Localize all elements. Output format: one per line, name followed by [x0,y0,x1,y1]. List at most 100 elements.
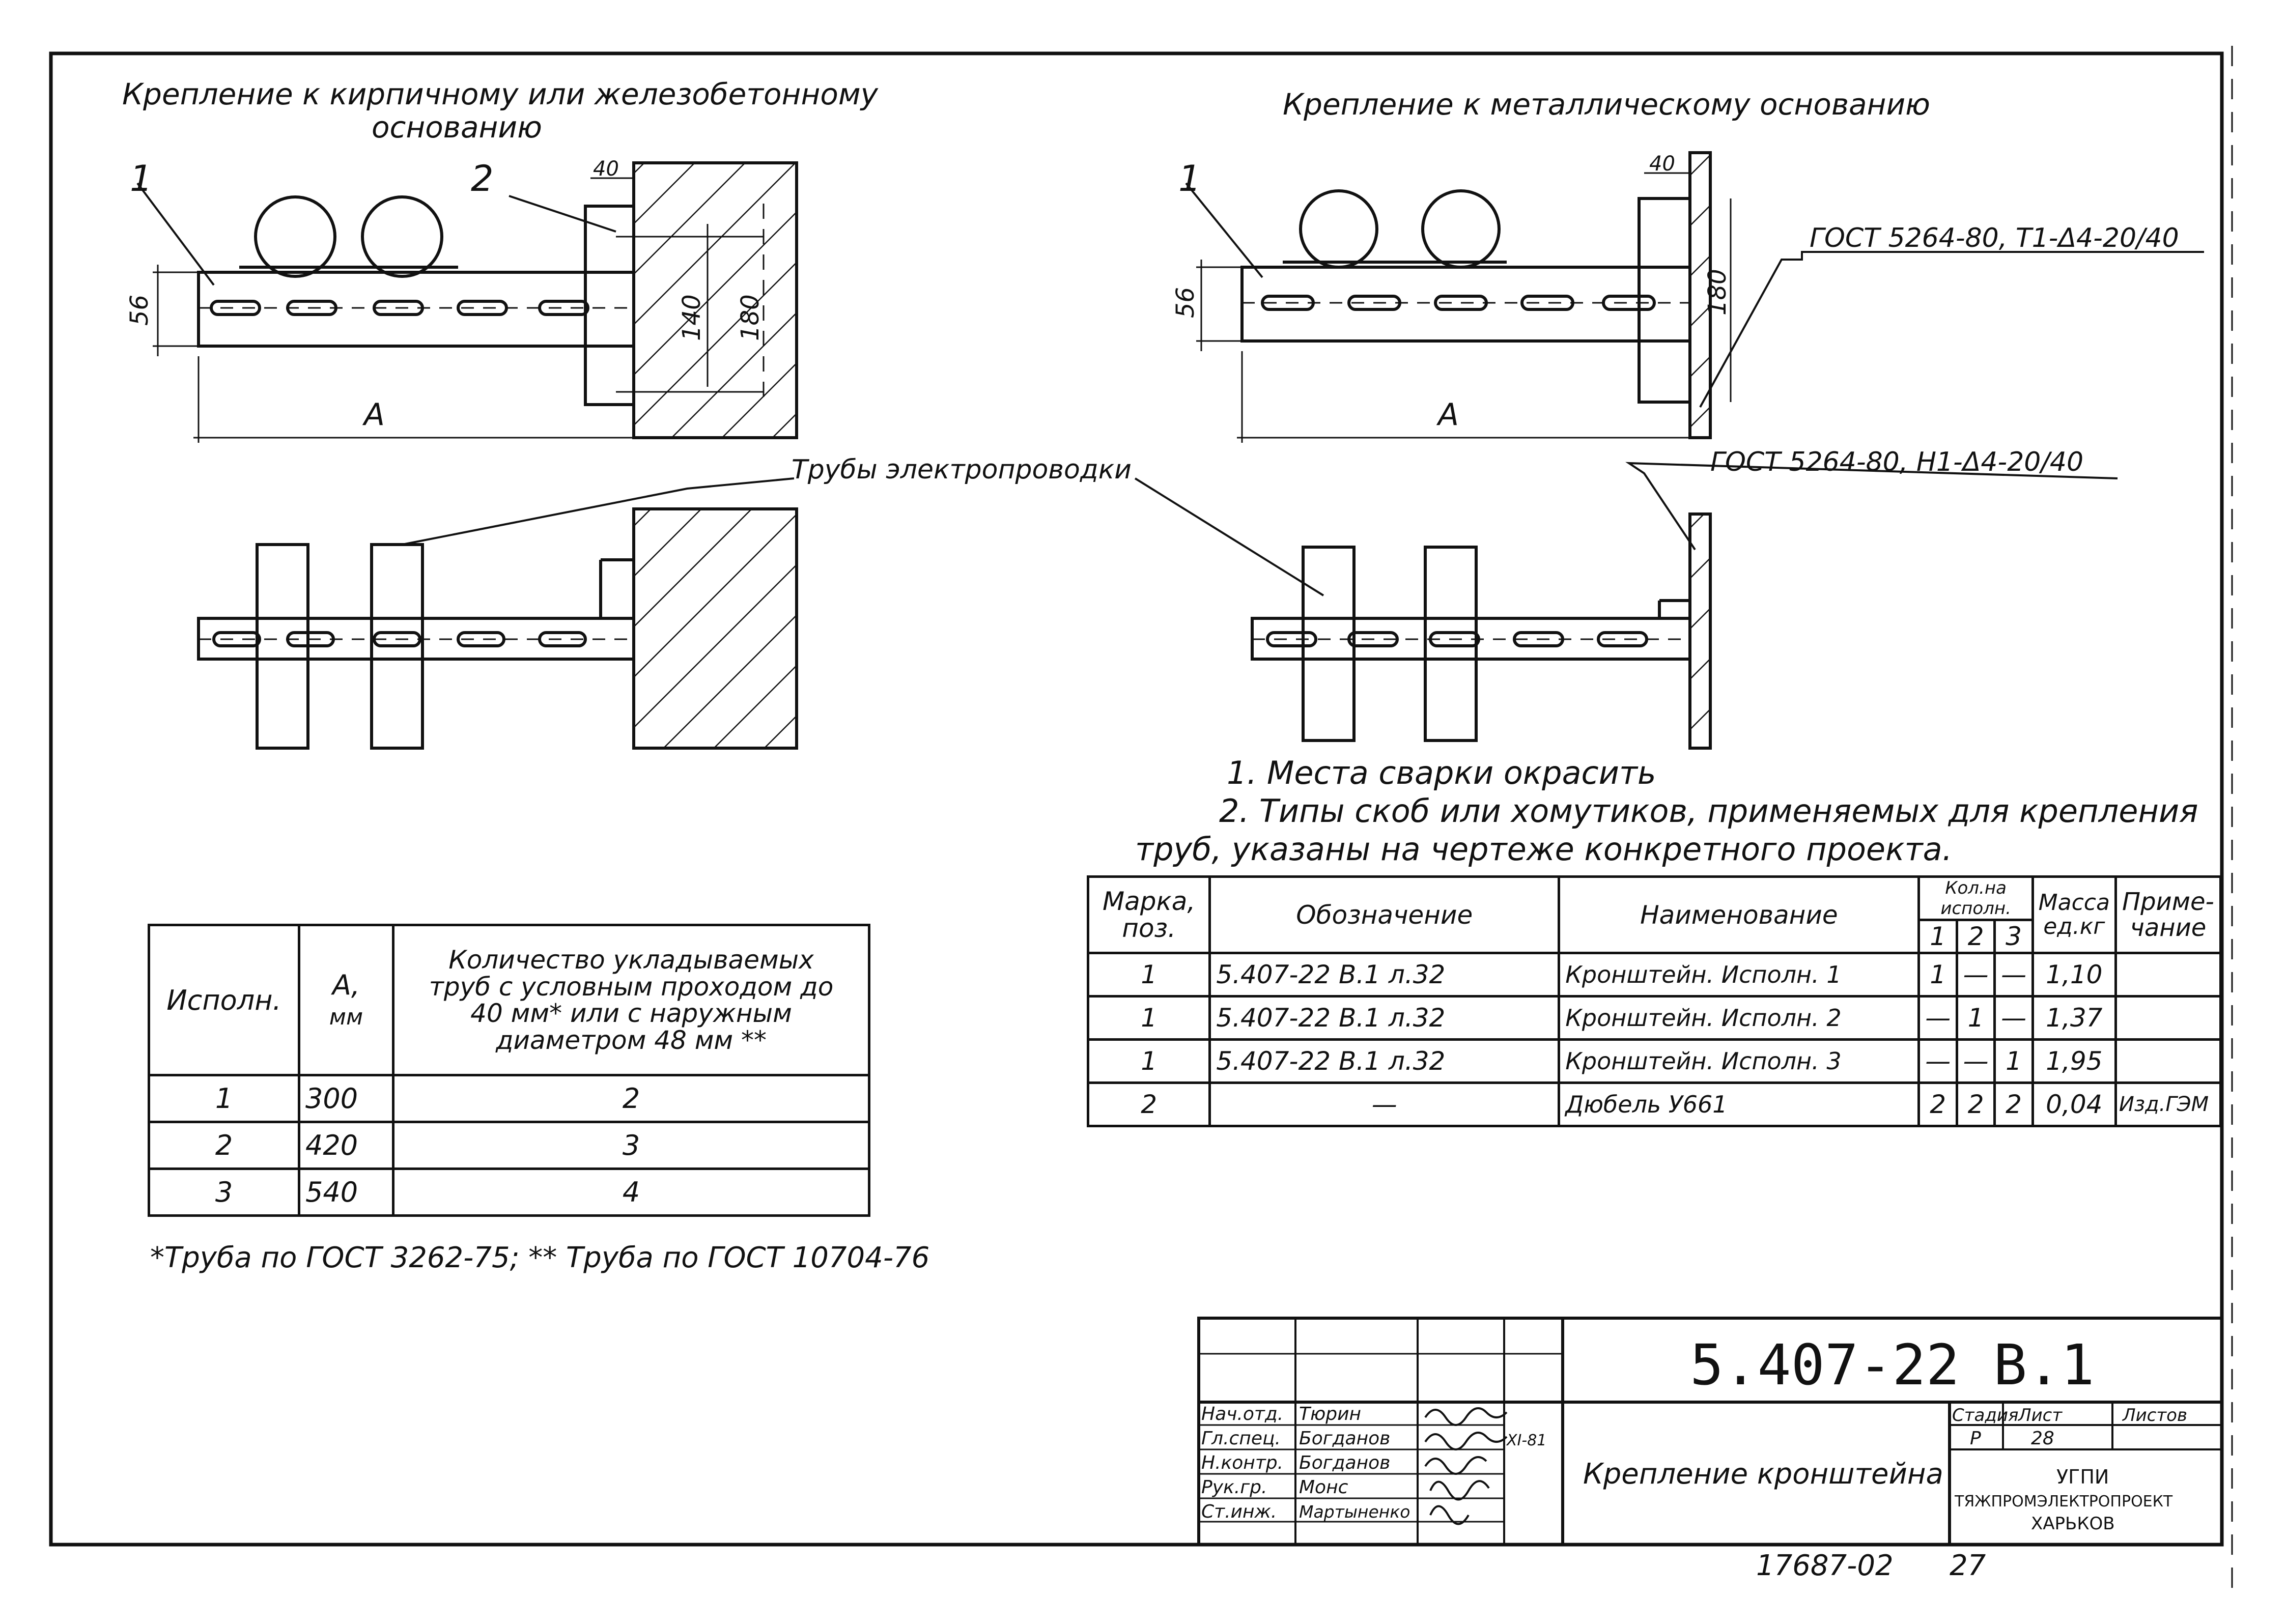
spec-cell-mass: 1,10 [2031,952,2117,998]
spec-header-designation: Обозначение [1208,875,1561,954]
approval-date: XI-81 [1506,1432,1546,1449]
spec-cell-designation: — [1208,1081,1561,1127]
leader-pos2-left [509,195,616,233]
variants-cell-a: 300 [298,1074,394,1123]
leader-pipes-left [402,477,795,546]
variants-row: 1 300 2 [148,1074,870,1123]
spec-cell-designation: 5.407-22 В.1 л.32 [1208,1038,1561,1084]
spec-header-q3: 3 [1993,919,2034,954]
spec-cell-note [2114,995,2222,1041]
signature-scribbles [1424,1407,1508,1525]
variants-cell-a: 420 [298,1121,394,1170]
dim-56-right: 56 [1171,287,1200,318]
wall-section-top [632,161,798,439]
dim-180-left: 180 [736,294,765,341]
leader-pos1-left [136,182,215,286]
sig-name-5: Мартыненко [1299,1502,1410,1522]
pipe-plan-2 [370,543,424,750]
pipe-top-1 [254,195,336,278]
spec-cell-q2: — [1955,1038,1996,1084]
variants-header-variant: Исполн. [148,924,300,1076]
note-2-line1: 2. Типы скоб или хомутиков, применяемых … [1219,792,2198,830]
steel-plate-plan [1688,512,1712,750]
spec-row: 1 5.407-22 В.1 л.32 Кронштейн. Исполн. 3… [1086,1038,2222,1084]
sig-name-2: Богданов [1299,1428,1390,1449]
spec-header-qty: Кол.на исполн. [1917,875,2034,921]
pos1-left: 1 [130,158,153,200]
spec-row: 1 5.407-22 В.1 л.32 Кронштейн. Исполн. 1… [1086,952,2222,998]
wall-section-plan [632,507,798,750]
spec-cell-designation: 5.407-22 В.1 л.32 [1208,952,1561,998]
left-title-line2: основанию [372,110,542,145]
concrete-plan-view [197,507,798,750]
sig-role-1: Нач.отд. [1201,1404,1283,1424]
note-2-line2: труб, указаны на чертеже конкретного про… [1135,831,1952,868]
leader-weld-top [1699,251,2204,408]
variants-cell-a: 540 [298,1167,394,1217]
variants-cell-variant: 2 [148,1121,300,1170]
pipe-right-2 [1421,189,1501,269]
stage-header: Стадия [1952,1405,2018,1426]
pos1-right: 1 [1178,158,1201,200]
dim-140: 140 [678,294,706,341]
pipe-right-1 [1299,189,1378,269]
sheets-header: Листов [2122,1405,2187,1426]
pipe-top-2 [361,195,443,278]
spec-cell-mark: 2 [1086,1081,1211,1127]
sheet-value: 28 [2031,1428,2054,1449]
sheet-frame [49,51,2224,1547]
spec-cell-mark: 1 [1086,995,1211,1041]
spec-cell-q3: 2 [1993,1081,2034,1127]
variants-cell-qty: 2 [392,1074,870,1123]
variants-cell-variant: 1 [148,1074,300,1123]
spec-cell-q1: — [1917,995,1958,1041]
org-line3: ХАРЬКОВ [2031,1514,2115,1534]
variants-row: 3 540 4 [148,1167,870,1217]
sig-role-5: Ст.инж. [1201,1501,1277,1522]
spec-cell-mass: 0,04 [2031,1081,2117,1127]
spec-row: 1 5.407-22 В.1 л.32 Кронштейн. Исполн. 2… [1086,995,2222,1041]
spec-cell-name: Кронштейн. Исполн. 3 [1558,1038,1921,1084]
spec-cell-q3: — [1993,995,2034,1041]
spec-cell-q2: 1 [1955,995,1996,1041]
leader-pipes-right [1134,477,1324,596]
spec-cell-q3: — [1993,952,2034,998]
dim-40-right: 40 [1649,152,1675,176]
spec-cell-q3: 1 [1993,1038,2034,1084]
org-line1: УГПИ [2056,1466,2109,1488]
leader-weld-bottom [1625,462,2118,551]
sig-name-3: Богданов [1299,1452,1390,1473]
spec-header-mark: Марка,поз. [1086,875,1211,954]
dim-a-left: A [362,397,385,433]
sheet-header: Лист [2017,1405,2063,1426]
variants-cell-variant: 3 [148,1167,300,1217]
left-title-line1: Крепление к кирпичному или железобетонно… [122,77,879,111]
archive-number: 17687-02 [1756,1549,1894,1582]
right-title: Крепление к металлическому основанию [1283,87,1930,122]
mounting-angle-top [584,205,635,406]
spec-cell-q1: 2 [1917,1081,1958,1127]
spec-cell-mass: 1,37 [2031,995,2117,1041]
weld-label-top: ГОСТ 5264-80, Т1-Δ4-20/40 [1810,223,2179,253]
sig-role-3: Н.контр. [1201,1452,1283,1473]
sig-role-4: Рук.гр. [1201,1477,1267,1498]
dim-40-left: 40 [593,157,619,181]
variants-row: 2 420 3 [148,1121,870,1170]
pipes-label: Трубы электропроводки [792,454,1132,485]
spec-cell-name: Кронштейн. Исполн. 2 [1558,995,1921,1041]
bracket-channel-plan [197,617,635,661]
archive-page: 27 [1950,1549,1986,1582]
spec-row: 2 — Дюбель У661 2 2 2 0,04 Изд.ГЭМ [1086,1081,2222,1127]
spec-cell-q1: — [1917,1038,1958,1084]
pipe-plan-right-1 [1302,546,1356,742]
stage-value: Р [1970,1428,1981,1449]
variants-cell-qty: 4 [392,1167,870,1217]
spec-cell-mark: 1 [1086,952,1211,998]
dim-180-right: 180 [1703,269,1732,316]
spec-cell-note [2114,952,2222,998]
drawing-title: Крепление кронштейна [1583,1458,1943,1491]
pipe-footnote: *Труба по ГОСТ 3262-75; ** Труба по ГОСТ… [150,1241,929,1274]
